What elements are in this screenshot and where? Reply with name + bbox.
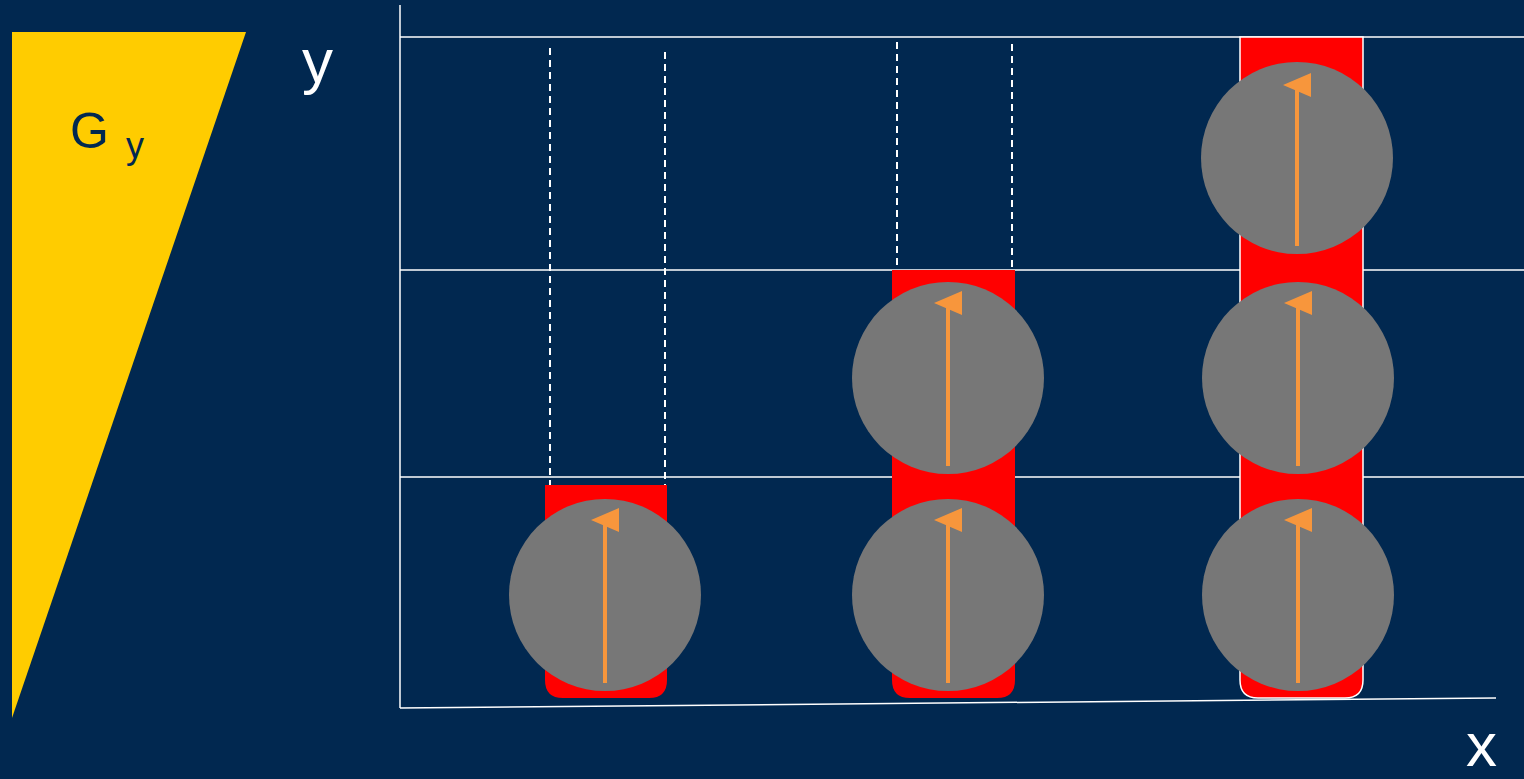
gradient-letter: G: [70, 106, 109, 156]
axis-label: y: [302, 30, 333, 92]
axis-label: x: [1466, 714, 1497, 776]
spin-arrows: [605, 85, 1298, 683]
spin-circles: [509, 62, 1394, 691]
gradient-subscript: y: [126, 128, 144, 164]
grid-lines: [400, 5, 1524, 708]
gradient-wedge: [12, 32, 246, 718]
